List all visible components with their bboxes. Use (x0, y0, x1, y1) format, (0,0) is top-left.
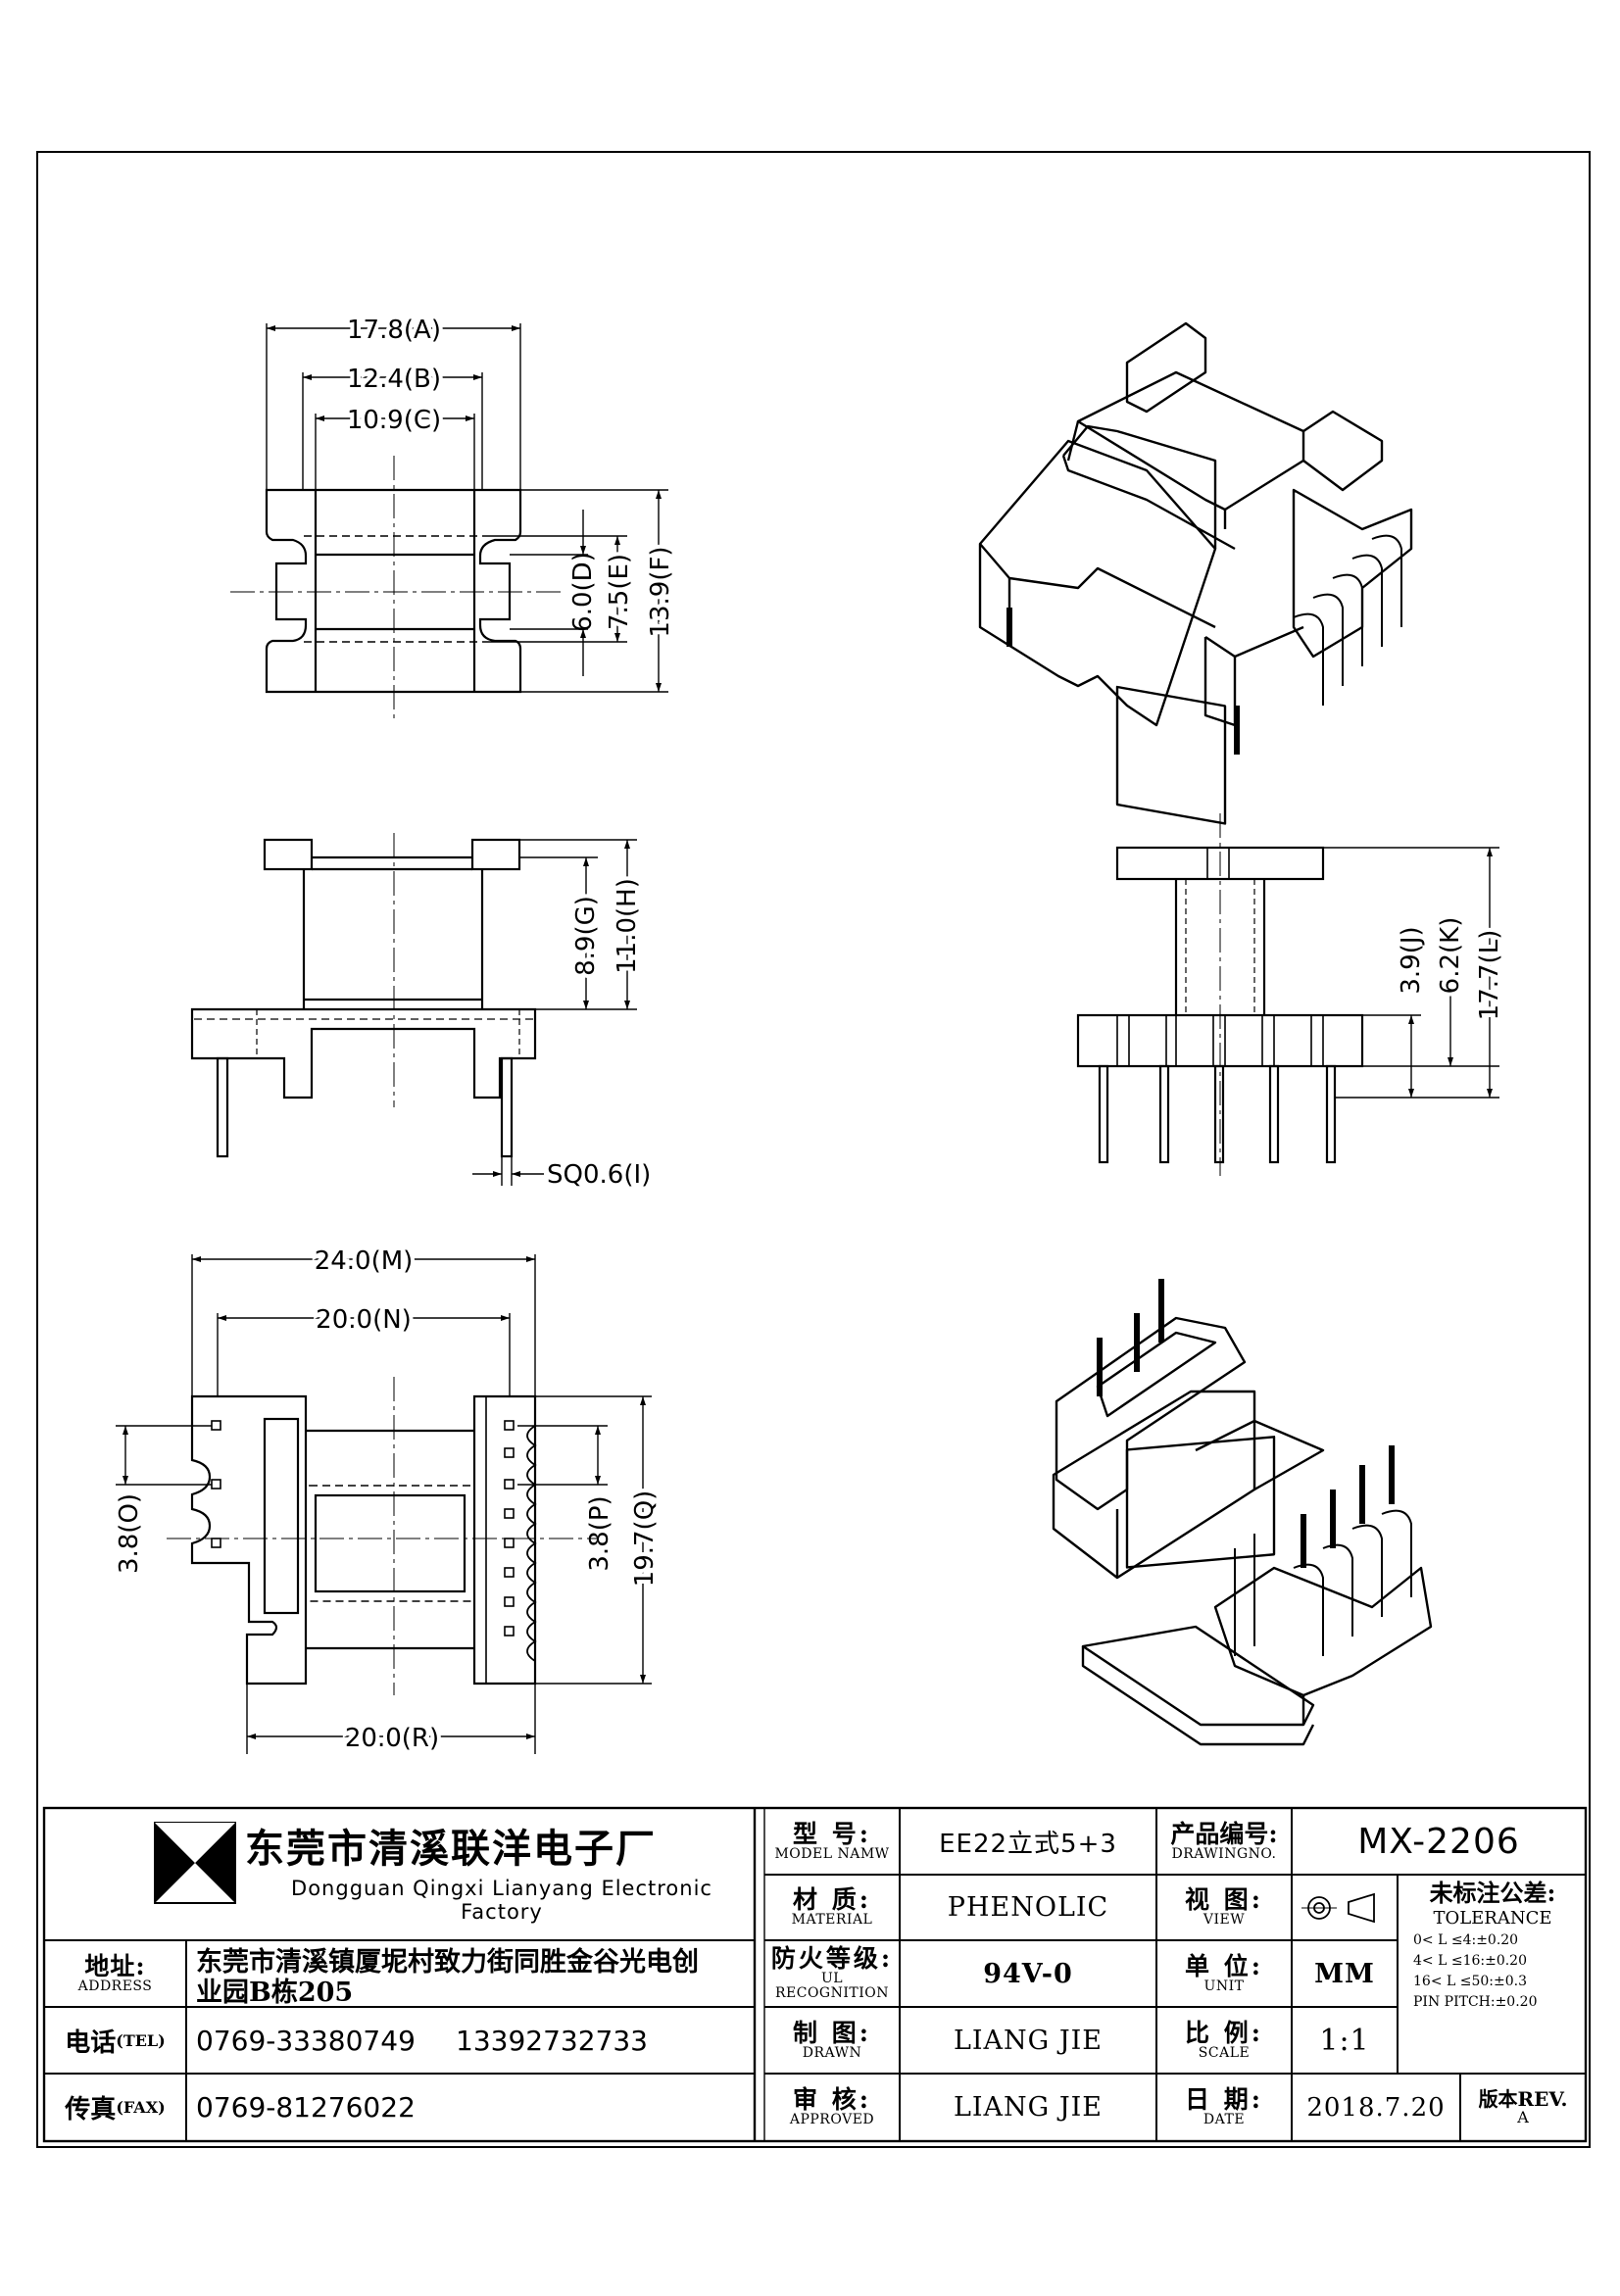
fire-rating-label: 防火等级:UL RECOGNITION (770, 1944, 894, 2002)
address-label: 地址: ADDRESS (77, 1951, 153, 1994)
date-label: 日 期:DATE (1185, 2085, 1263, 2128)
top-view-dimensions (266, 323, 668, 693)
top-view (230, 456, 564, 720)
dim-G-label: 8.9(G) (571, 896, 601, 976)
tel-number-1: 0769-33380749 (196, 2024, 416, 2057)
model-value: EE22立式5+3 (939, 1829, 1117, 1859)
isometric-view-top (978, 321, 1413, 825)
bottom-view-dimensions (116, 1254, 652, 1754)
drawn-value: LIANG JIE (953, 2025, 1104, 2056)
tolerance-title-en: TOLERANCE (1433, 1908, 1552, 1929)
unit-label: 单 位:UNIT (1185, 1951, 1263, 1994)
company-name-cn: 东莞市清溪联洋电子厂 (245, 1826, 657, 1872)
drawing-no-value: MX-2206 (1357, 1821, 1520, 1862)
fax-number: 0769-81276022 (196, 2091, 416, 2124)
tolerance-line: 16< L ≤50:±0.3 (1413, 1974, 1527, 1989)
revision-block: 版本REV. A (1478, 2086, 1568, 2126)
tolerance-title: 未标注公差: (1429, 1879, 1556, 1907)
view-label: 视 图:VIEW (1185, 1885, 1263, 1929)
tel-label: 电话(TEL) (65, 2027, 166, 2058)
dim-D-label: 6.0(D) (568, 552, 598, 632)
material-value: PHENOLIC (947, 1892, 1109, 1923)
dim-O-label: 3.8(O) (115, 1493, 144, 1574)
dim-C-label: 10.9(C) (347, 406, 441, 435)
approved-label: 审 核:APPROVED (789, 2085, 875, 2128)
material-label: 材 质:MATERIAL (791, 1885, 873, 1929)
sheet-border (36, 151, 1591, 2148)
address-line-1: 东莞市清溪镇厦坭村致力街同胜金谷光电创 (196, 1946, 699, 1978)
scale-value: 1:1 (1319, 2023, 1370, 2058)
date-value: 2018.7.20 (1306, 2092, 1446, 2123)
company-logo (154, 1822, 236, 1904)
dim-J-label: 3.9(J) (1397, 926, 1426, 994)
dim-L-label: 17.7(L) (1475, 930, 1504, 1021)
dim-K-label: 6.2(K) (1436, 917, 1465, 995)
dim-Q-label: 19.7(Q) (630, 1490, 660, 1588)
approved-value: LIANG JIE (953, 2092, 1104, 2123)
dim-P-label: 3.8(P) (585, 1495, 614, 1571)
drawing-no-label: 产品编号:DRAWINGNO. (1170, 1819, 1278, 1862)
side-view (1076, 813, 1364, 1176)
dim-A-label: 17.8(A) (347, 316, 441, 345)
scale-label: 比 例:SCALE (1185, 2018, 1263, 2061)
address-line-2: 业园B栋205 (196, 1977, 354, 2008)
model-label: 型 号:MODEL NAMW (774, 1819, 890, 1862)
tolerance-line: 4< L ≤16:±0.20 (1413, 1953, 1527, 1969)
dim-E-label: 7.5(E) (605, 554, 634, 630)
fax-label: 传真(FAX) (65, 2095, 166, 2125)
dim-M-label: 24.0(M) (315, 1246, 414, 1276)
dim-F-label: 13.9(F) (646, 546, 675, 637)
dim-B-label: 12.4(B) (347, 365, 441, 394)
bottom-view (167, 1377, 598, 1695)
dim-I-label: SQ0.6(I) (547, 1160, 651, 1190)
isometric-view-bottom (1052, 1279, 1433, 1746)
drawn-label: 制 图:DRAWN (793, 2018, 871, 2061)
dim-N-label: 20.0(N) (316, 1305, 412, 1335)
side-view-dimensions (1323, 847, 1499, 1099)
unit-value: MM (1314, 1958, 1375, 1989)
company-name-en: Dongguan Qingxi Lianyang Electronic Fact… (291, 1877, 712, 1924)
tolerance-line: 0< L ≤4:±0.20 (1413, 1932, 1519, 1948)
dim-R-label: 20.0(R) (345, 1724, 439, 1753)
front-view-dimensions (472, 839, 637, 1186)
tel-number-2: 13392732733 (456, 2024, 648, 2057)
dim-H-label: 11.0(H) (613, 878, 642, 974)
title-block-grid (42, 1806, 1588, 2143)
projection-view-symbol (1301, 1892, 1375, 1924)
tolerance-block: 未标注公差: TOLERANCE 0< L ≤4:±0.20 4< L ≤16:… (1399, 1880, 1586, 2072)
fire-rating-value: 94V-0 (983, 1958, 1073, 1989)
tolerance-line: PIN PITCH:±0.20 (1413, 1994, 1538, 2010)
front-view (190, 833, 537, 1158)
